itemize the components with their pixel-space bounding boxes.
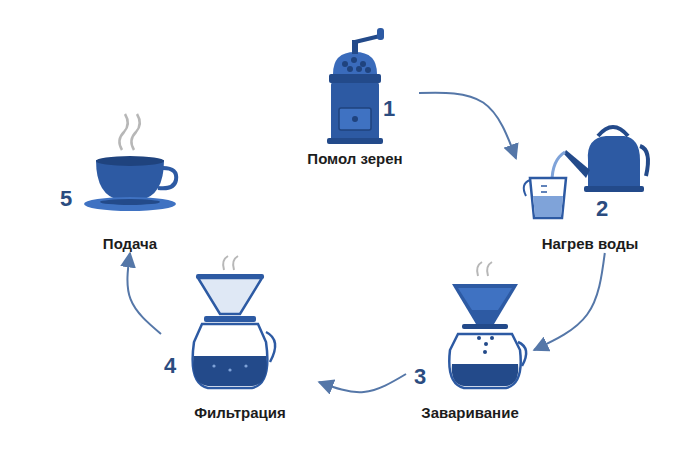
icon-part <box>584 186 644 192</box>
icon-part <box>228 368 231 371</box>
icon-part <box>193 356 266 386</box>
icon-part <box>329 74 381 83</box>
step-node: 4Фильтрация <box>161 262 319 422</box>
step-number: 2 <box>596 198 608 220</box>
step-node: 1Помол зерен <box>291 18 419 168</box>
measuring-cup-icon <box>524 178 566 218</box>
icon-part <box>198 278 262 314</box>
flow-arrow <box>534 253 605 350</box>
icon-part <box>484 342 488 346</box>
icon-part <box>477 262 492 276</box>
icon-part <box>524 180 530 196</box>
step-node: 5Подача <box>56 118 204 253</box>
icon-part <box>490 336 494 340</box>
icon-part <box>564 150 590 178</box>
icon-part <box>377 28 384 40</box>
icon-part <box>347 66 353 72</box>
icon-part <box>541 185 547 187</box>
icon-part <box>449 334 520 388</box>
grinder-icon <box>327 28 384 144</box>
step-label: Нагрев воды <box>516 235 664 253</box>
icon-part <box>458 288 512 310</box>
icon-part <box>477 336 481 340</box>
step-number: 1 <box>383 98 395 120</box>
icon-part <box>598 127 628 136</box>
icon-part <box>96 156 164 166</box>
icon-part <box>193 324 268 388</box>
flow-arrow <box>127 253 161 334</box>
icon-part <box>212 364 215 367</box>
icon-part <box>100 199 160 205</box>
icon-part <box>518 342 526 366</box>
icon-part <box>541 191 547 193</box>
icon-part <box>327 138 383 144</box>
icon-part <box>462 324 508 329</box>
icon-part <box>244 364 247 367</box>
dripper-icon <box>449 262 526 388</box>
icon-part <box>204 316 256 322</box>
icon-part <box>355 36 380 42</box>
step-node: 2Нагрев воды <box>516 118 664 253</box>
step-label: Заваривание <box>406 404 534 422</box>
icon-part <box>119 114 139 150</box>
flow-arrow <box>419 93 516 159</box>
icon-part <box>356 66 362 72</box>
icon-part <box>640 146 648 176</box>
icon-part <box>196 274 264 279</box>
carafe-icon <box>193 256 276 388</box>
icon-part <box>339 108 371 130</box>
icon-part <box>533 196 563 217</box>
icon-part <box>223 256 238 270</box>
icon-part <box>365 67 371 73</box>
icon-part <box>342 61 348 67</box>
icon-part <box>158 168 176 188</box>
step-number: 3 <box>414 366 426 388</box>
step-node: 3Заваривание <box>406 262 534 422</box>
icon-part <box>360 61 366 67</box>
icon-part <box>483 350 487 354</box>
icon-part <box>266 332 275 362</box>
icon-part <box>351 57 357 63</box>
icon-part <box>352 116 358 122</box>
icon-part <box>331 82 379 142</box>
step-label: Подача <box>56 235 204 253</box>
icon-part <box>530 178 566 218</box>
cup-icon <box>84 114 176 211</box>
step-number: 5 <box>60 188 72 210</box>
icon-part <box>452 284 518 324</box>
icon-part <box>84 197 176 211</box>
icon-part <box>588 136 640 188</box>
icon-part <box>452 364 519 386</box>
step-label: Фильтрация <box>161 404 319 422</box>
step-number: 4 <box>164 355 176 377</box>
step-label: Помол зерен <box>291 150 419 168</box>
icon-part <box>333 52 377 74</box>
flow-arrow <box>319 374 406 392</box>
